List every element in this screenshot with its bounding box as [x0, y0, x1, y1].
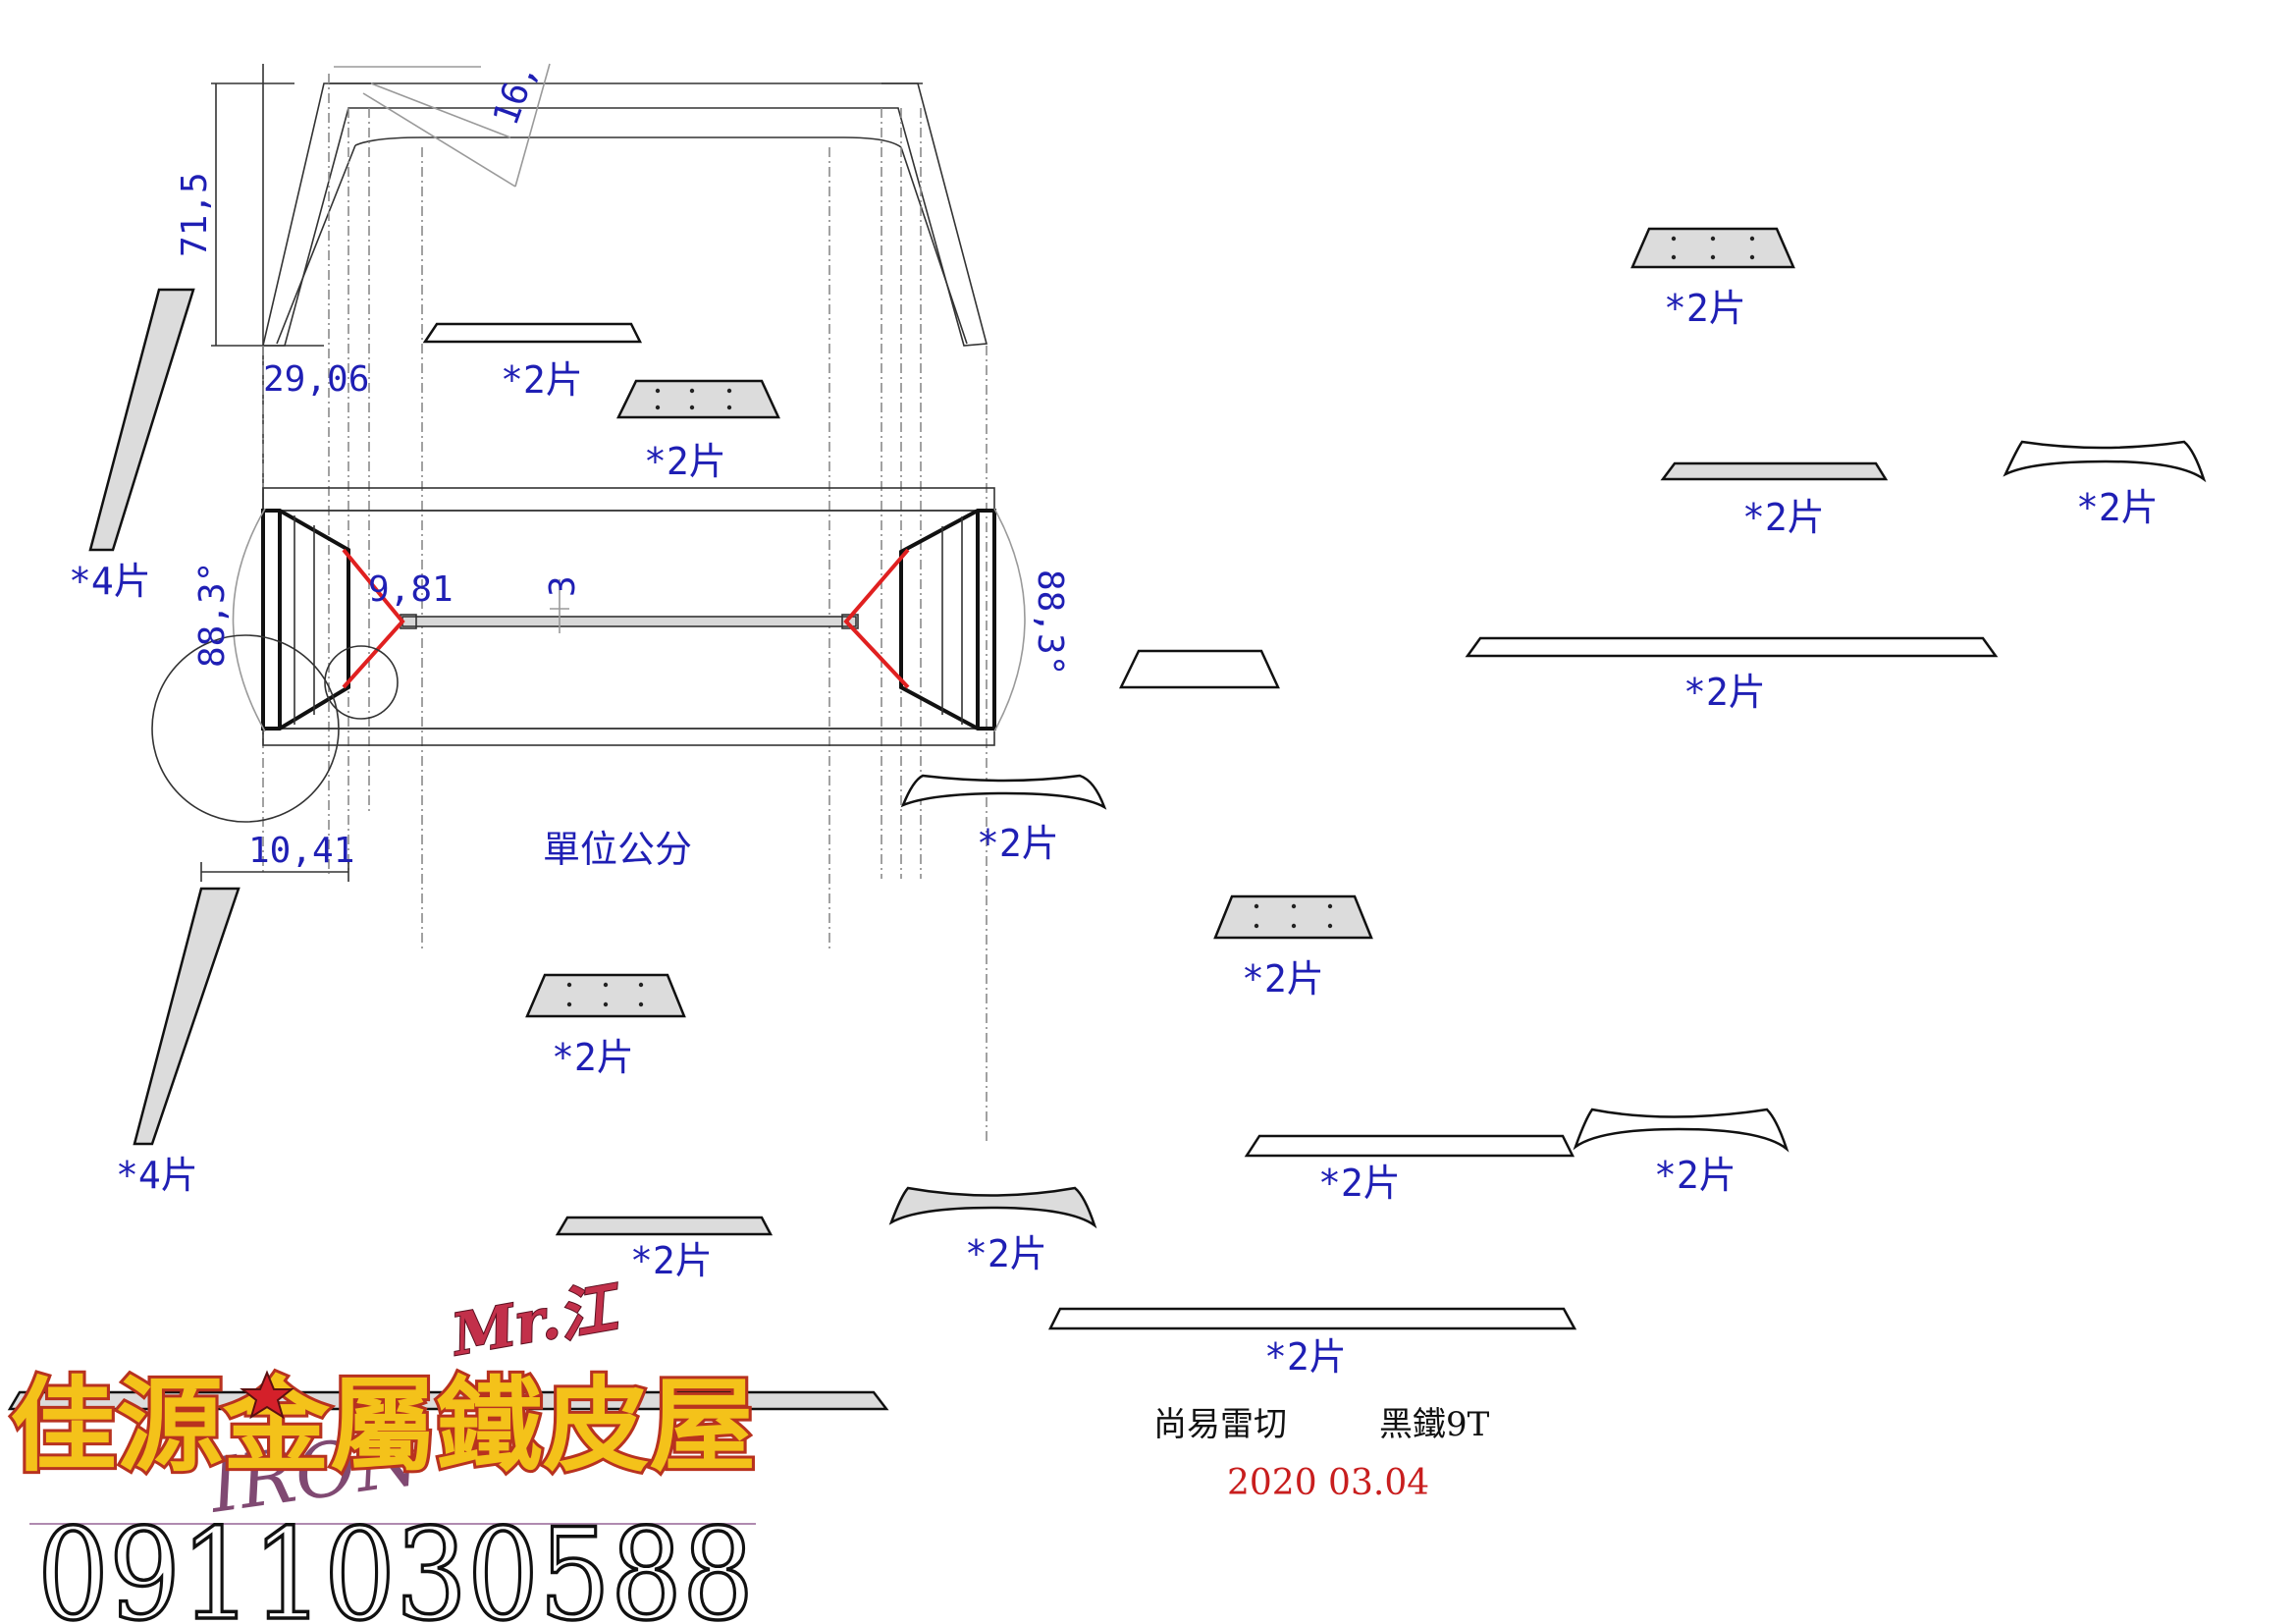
qty-label-p06: *2片 — [2076, 486, 2159, 529]
piece-curve-p10 — [900, 774, 1107, 810]
star-icon — [240, 1370, 294, 1420]
dim-center-offset: 9,81 — [368, 569, 454, 610]
qty-label-p03: *4片 — [69, 560, 151, 603]
left-brace — [342, 548, 405, 689]
piece-bar-logo-row — [7, 1390, 889, 1411]
piece-bar-p07 — [1660, 461, 1889, 481]
qty-label-p16: *2片 — [1264, 1335, 1347, 1379]
piece-bar-p13 — [1244, 1134, 1575, 1158]
piece-pad-p12 — [525, 973, 686, 1018]
footer-date: 2020 03.04 — [1227, 1463, 1429, 1503]
dim-angle-right: 88,3° — [1030, 569, 1070, 676]
dimension-labels: 71,5 16, 29,06 88,3° 88,3° 9,81 3 10,41 … — [175, 57, 1070, 871]
piece-bar-p09 — [1465, 636, 1999, 658]
piece-curve-p08 — [2002, 440, 2207, 483]
piece-curve-p14 — [1573, 1108, 1789, 1153]
qty-label-p04: *2片 — [1664, 287, 1746, 330]
cut-pieces — [7, 227, 2207, 1411]
qty-label-p13: *2片 — [1654, 1154, 1736, 1197]
dim-angle-left: 88,3° — [192, 562, 233, 668]
qty-label-p09: *2片 — [1242, 957, 1324, 1001]
center-rod — [401, 616, 857, 627]
piece-pad-p02 — [616, 379, 780, 419]
dim-slant: 16, — [486, 57, 546, 131]
unit-note: 單位公分 — [543, 828, 692, 871]
qty-label-p02: *2片 — [644, 440, 726, 483]
dim-base-width: 29,06 — [263, 359, 369, 400]
qty-label-p14: *2片 — [630, 1239, 713, 1282]
dim-circle-offset: 10,41 — [248, 831, 354, 871]
footer: 尚易雷切 黑鐵9T 2020 03.04 — [1153, 1405, 1490, 1503]
qty-label-p12: *2片 — [1318, 1162, 1401, 1205]
piece-curve-p16 — [888, 1186, 1097, 1229]
dim-height: 71,5 — [175, 172, 215, 257]
qty-label-p08: *2片 — [977, 822, 1059, 865]
piece-bar-p01 — [422, 322, 643, 344]
logo-brand: 佳源金屬鐵皮屋 — [10, 1365, 756, 1486]
company-logo: IRON 佳源金屬鐵皮屋 Mr.江 0911030588 — [7, 1272, 759, 1624]
piece-trapezoid-plain — [1119, 649, 1280, 689]
logo-phone: 0911030588 — [37, 1502, 754, 1624]
piece-pad-p06 — [1630, 227, 1795, 269]
front-view-inner-right — [900, 146, 968, 345]
front-view — [211, 63, 988, 511]
piece-labels: *2片 *2片 *4片 *2片 *2片 *2片 *2片 *2片 *2片 *2片 … — [69, 287, 2159, 1379]
front-view-frame — [261, 82, 988, 347]
right-brace — [843, 548, 910, 689]
top-view — [151, 487, 1026, 882]
large-circle — [151, 634, 340, 823]
piece-pad-p11 — [1213, 894, 1373, 940]
small-circle — [324, 645, 399, 720]
piece-slant-strip-top — [88, 288, 195, 552]
qty-label-p05: *2片 — [1742, 496, 1825, 539]
piece-bar-p15 — [555, 1216, 774, 1236]
qty-label-p10: *2片 — [552, 1036, 634, 1079]
logo-owner: Mr.江 — [446, 1272, 628, 1369]
piece-bar-p18 — [1047, 1307, 1577, 1330]
front-view-inner-left — [276, 144, 356, 345]
front-view-inner-top — [354, 136, 902, 148]
dim-rod-thickness: 3 — [543, 575, 583, 597]
qty-label-p15: *2片 — [965, 1232, 1047, 1275]
piece-slant-strip-bottom — [133, 887, 240, 1146]
qty-label-p01: *2片 — [501, 358, 583, 402]
qty-label-p07: *2片 — [1683, 671, 1766, 714]
qty-label-p11: *4片 — [116, 1154, 198, 1197]
footer-material: 黑鐵9T — [1379, 1405, 1490, 1444]
footer-vendor: 尚易雷切 — [1153, 1405, 1287, 1444]
